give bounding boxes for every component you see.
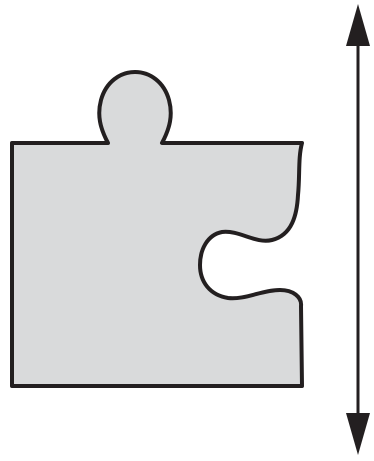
arrow-head-up-icon [346, 4, 370, 46]
vertical-double-arrow [346, 4, 370, 455]
puzzle-piece [10, 70, 304, 388]
arrow-head-down-icon [346, 413, 370, 455]
